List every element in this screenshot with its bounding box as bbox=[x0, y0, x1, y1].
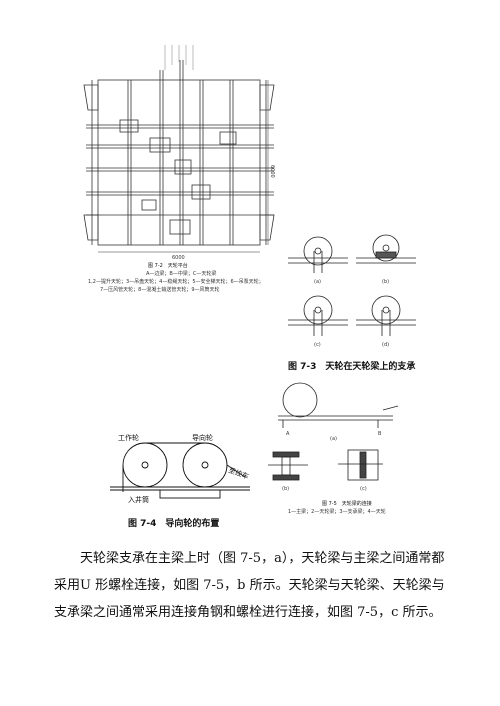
fig73-sub-d: (d) bbox=[382, 342, 389, 348]
figure-7-5-caption: 图 7-5 天轮梁的连接 bbox=[322, 501, 372, 507]
label-guide-wheel: 导向轮 bbox=[192, 433, 213, 442]
sheave-supports-drawing: (a) (b) (c) (d) bbox=[288, 234, 416, 348]
figure-7-2: 6000 6000 bbox=[80, 40, 280, 300]
guide-wheel-drawing: 工作轮 导向轮 至绞车 入井筒 bbox=[110, 433, 250, 504]
dim-width-label: 6000 bbox=[172, 255, 185, 260]
fig75-sub-a: (a) bbox=[330, 436, 337, 442]
figure-7-2-legend-1: A—边梁；B—中梁；C—天轮梁 bbox=[146, 271, 217, 277]
label-to-winch: 至绞车 bbox=[227, 465, 250, 481]
fig75-sub-c: (c) bbox=[360, 486, 367, 492]
figure-7-4: 工作轮 导向轮 至绞车 入井筒 bbox=[100, 432, 260, 512]
label-B: B bbox=[378, 431, 382, 437]
fig73-sub-a: (a) bbox=[314, 279, 321, 285]
body-line-1: 天轮梁支承在主梁上时（图 7-5，a），天轮梁与主梁之间通常都 bbox=[80, 551, 445, 566]
figure-7-2-legend-3: 7—压风管天轮；8—混凝土输送管天轮；9—风筒天轮 bbox=[100, 287, 220, 293]
figure-7-2-title: 图 7-2 天轮平台 bbox=[148, 263, 188, 269]
body-line-2: 采用U 形螺栓连接，如图 7-5，b 所示。天轮梁与天轮梁、天轮梁与 bbox=[54, 578, 445, 593]
fig75-sub-b: (b) bbox=[282, 486, 289, 492]
figure-7-5: A B (a) (b) (c) bbox=[268, 380, 418, 498]
platform-plan-drawing: 6000 6000 bbox=[83, 45, 275, 261]
label-A: A bbox=[286, 431, 290, 437]
fig73-sub-c: (c) bbox=[314, 342, 321, 348]
figure-7-2-legend-2: 1,2—提升天轮；3—吊盘天轮；4—稳绳天轮；5—安全梯天轮；6—吊泵天轮； bbox=[88, 279, 264, 285]
figure-7-4-caption: 图 7-4 导向轮的布置 bbox=[128, 519, 220, 529]
label-into-shaft: 入井筒 bbox=[128, 495, 149, 504]
body-line-3: 支承梁之间通常采用连接角钢和螺栓进行连接，如图 7-5，c 所示。 bbox=[54, 605, 442, 620]
body-paragraph: 天轮梁支承在主梁上时（图 7-5，a），天轮梁与主梁之间通常都 采用U 形螺栓连… bbox=[54, 545, 454, 626]
figure-7-3: (a) (b) (c) (d) bbox=[288, 228, 418, 353]
dim-height-label: 6000 bbox=[269, 165, 275, 178]
figure-7-3-caption: 图 7-3 天轮在天轮梁上的支承 bbox=[288, 362, 416, 372]
label-work-wheel: 工作轮 bbox=[118, 433, 139, 442]
fig73-sub-b: (b) bbox=[382, 279, 389, 285]
beam-connection-drawing: A B (a) (b) (c) bbox=[268, 382, 399, 492]
figure-7-5-legend: 1—主梁；2—天轮梁；3—支承梁；4—天轮 bbox=[288, 509, 386, 515]
